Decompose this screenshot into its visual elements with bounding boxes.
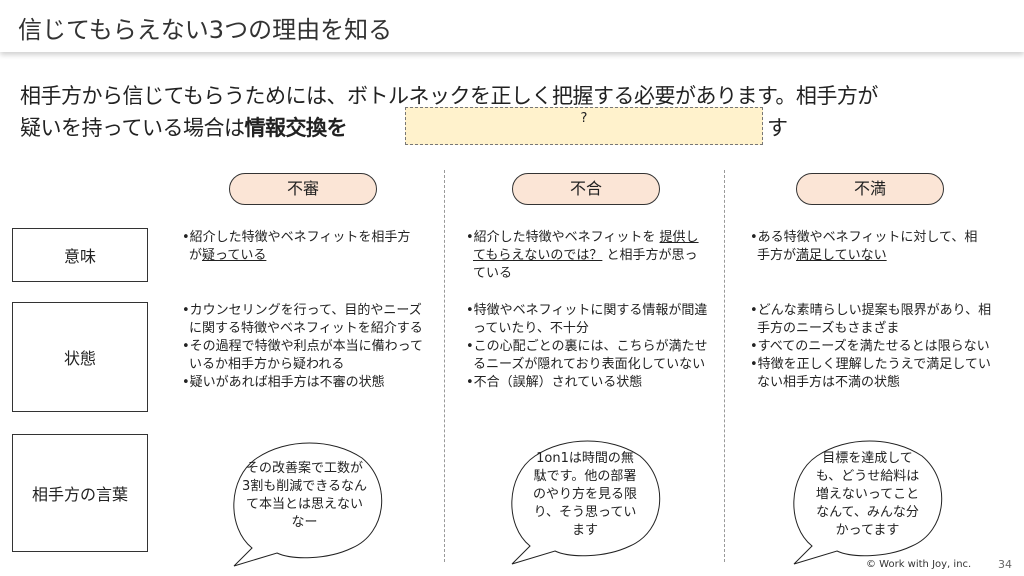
intro-line-2: 疑いを持っている場合は情報交換を	[20, 112, 1010, 144]
row-label-voice: 相手方の言葉	[12, 434, 148, 552]
voice-text: 1on1は時間の無駄です。他の部署のやり方を見る限り、そう思っています	[532, 451, 637, 538]
page-title: 信じてもらえない3つの理由を知る	[18, 16, 393, 44]
header-fuman: 不満	[796, 173, 944, 205]
speech-bubble: 1on1は時間の無駄です。他の部署のやり方を見る限り、そう思っています	[500, 436, 670, 571]
header-fugou: 不合	[512, 173, 660, 205]
page-number: 34	[998, 558, 1012, 571]
voice-text: その改善案で工数が3割も削減できるなんて本当とは思えないなー	[242, 461, 368, 530]
meaning-cell: •紹介した特徴やベネフィットを相手方が疑っている	[182, 230, 411, 263]
meaning-cell: •紹介した特徴やベネフィットを 提供してもらえないのでは？ と相手方が思っている	[466, 230, 699, 281]
state-cell: •どんな素晴らしい提案も限界があり、相手方のニーズもさまざま•すべてのニーズを満…	[750, 303, 992, 390]
column-divider	[724, 170, 725, 562]
voice-text: 目標を達成しても、どうせ給料は増えないってことなんて、みんな分かってます	[815, 451, 920, 538]
speech-bubble: 目標を達成しても、どうせ給料は増えないってことなんて、みんな分かってます	[782, 436, 952, 571]
intro-line-2-text: 疑いを持っている場合は	[20, 116, 245, 140]
column-divider	[444, 170, 445, 562]
header-fushin: 不審	[229, 173, 377, 205]
hidden-answer-box[interactable]: ?	[405, 107, 763, 145]
intro-text: 相手方から信じてもらうためには、ボトルネックを正しく把握する必要があります。相手…	[20, 80, 1010, 144]
state-cell: •カウンセリングを行って、目的やニーズに関する特徴やベネフィットを紹介する•その…	[182, 303, 424, 390]
row-label-state: 状態	[12, 302, 148, 412]
row-label-meaning: 意味	[12, 228, 148, 282]
intro-bold: 情報交換を	[244, 116, 347, 140]
title-bar: 信じてもらえない3つの理由を知る	[0, 0, 1024, 52]
speech-bubble: その改善案で工数が3割も削減できるなんて本当とは思えないなー	[222, 438, 392, 573]
intro-line-2-end: す	[767, 116, 788, 140]
intro-line-1: 相手方から信じてもらうためには、ボトルネックを正しく把握する必要があります。相手…	[20, 84, 878, 108]
copyright: © Work with Joy, inc.	[866, 559, 972, 570]
state-cell: •特徴やベネフィットに関する情報が間違っていたり、不十分•この心配ごとの裏には、…	[466, 303, 708, 390]
meaning-cell: •ある特徴やベネフィットに対して、相手方が満足していない	[750, 230, 978, 263]
